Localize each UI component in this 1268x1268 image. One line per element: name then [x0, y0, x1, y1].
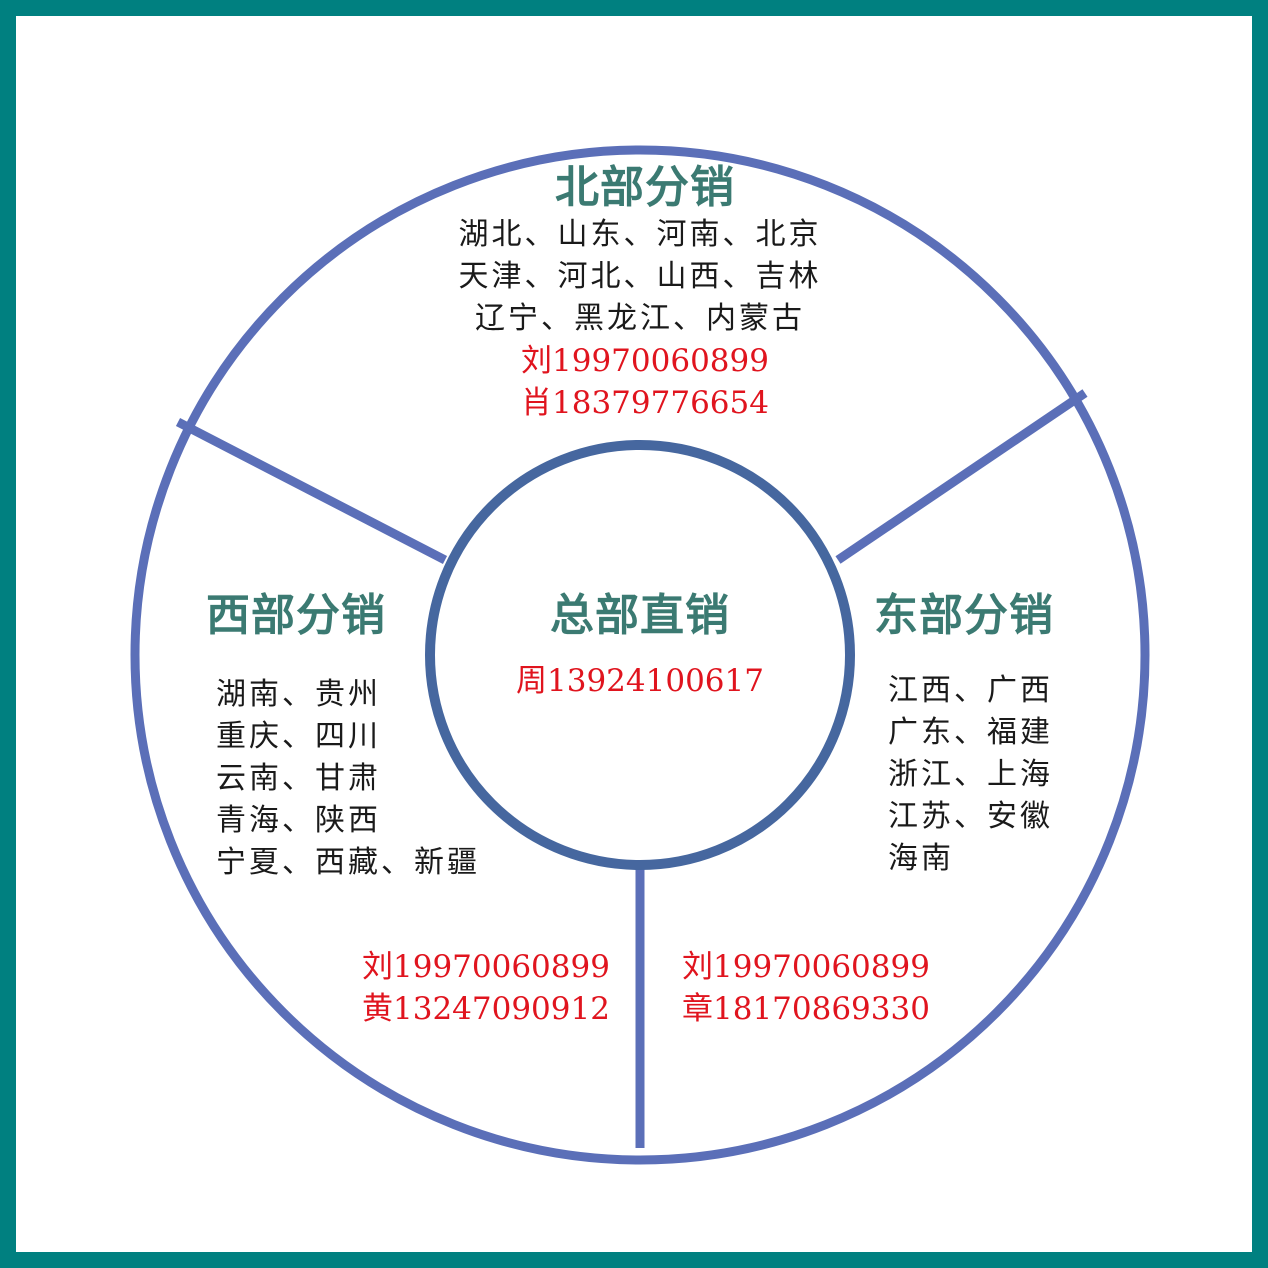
east-province-line: 海南	[888, 841, 954, 876]
divider-north-west	[175, 418, 448, 564]
east-province-line: 江西、广西	[888, 673, 1053, 708]
west-province-list: 湖南、贵州 重庆、四川 云南、甘肃 青海、陕西 宁夏、西藏、新疆	[216, 674, 480, 884]
west-province-line: 宁夏、西藏、新疆	[216, 845, 480, 880]
north-province-line: 天津、河北、山西、吉林	[458, 259, 822, 294]
east-province-line: 广东、福建	[888, 715, 1053, 750]
west-province-line: 湖南、贵州	[216, 677, 381, 712]
north-phone-contact: 刘19970060899	[521, 343, 769, 379]
east-province-list: 江西、广西 广东、福建 浙江、上海 江苏、安徽 海南	[888, 670, 1053, 880]
west-phone-list: 刘19970060899 黄13247090912	[362, 946, 610, 1030]
west-phone-contact: 刘19970060899	[362, 949, 610, 985]
north-province-line: 辽宁、黑龙江、内蒙古	[475, 301, 805, 336]
east-province-line: 江苏、安徽	[888, 799, 1053, 834]
north-province-line: 湖北、山东、河南、北京	[458, 217, 822, 252]
north-province-list: 湖北、山东、河南、北京 天津、河北、山西、吉林 辽宁、黑龙江、内蒙古	[380, 214, 900, 340]
north-phone-list: 刘19970060899 肖18379776654	[480, 340, 810, 424]
center-title: 总部直销	[550, 590, 730, 641]
divider-north-east	[835, 389, 1088, 564]
east-province-line: 浙江、上海	[888, 757, 1053, 792]
west-region-title: 西部分销	[206, 590, 386, 641]
east-phone-list: 刘19970060899 章18170869330	[682, 946, 930, 1030]
north-region-title: 北部分销	[555, 162, 735, 213]
west-phone-contact: 黄13247090912	[362, 991, 610, 1027]
inner-ring	[425, 440, 855, 870]
east-phone-contact: 章18170869330	[682, 991, 930, 1027]
west-province-line: 云南、甘肃	[216, 761, 381, 796]
outer-ring	[130, 145, 1150, 1165]
west-province-line: 青海、陕西	[216, 803, 381, 838]
north-phone-contact: 肖18379776654	[521, 385, 769, 421]
center-phone-contact: 周13924100617	[516, 663, 764, 699]
west-province-line: 重庆、四川	[216, 719, 381, 754]
east-phone-contact: 刘19970060899	[682, 949, 930, 985]
east-region-title: 东部分销	[874, 590, 1054, 641]
